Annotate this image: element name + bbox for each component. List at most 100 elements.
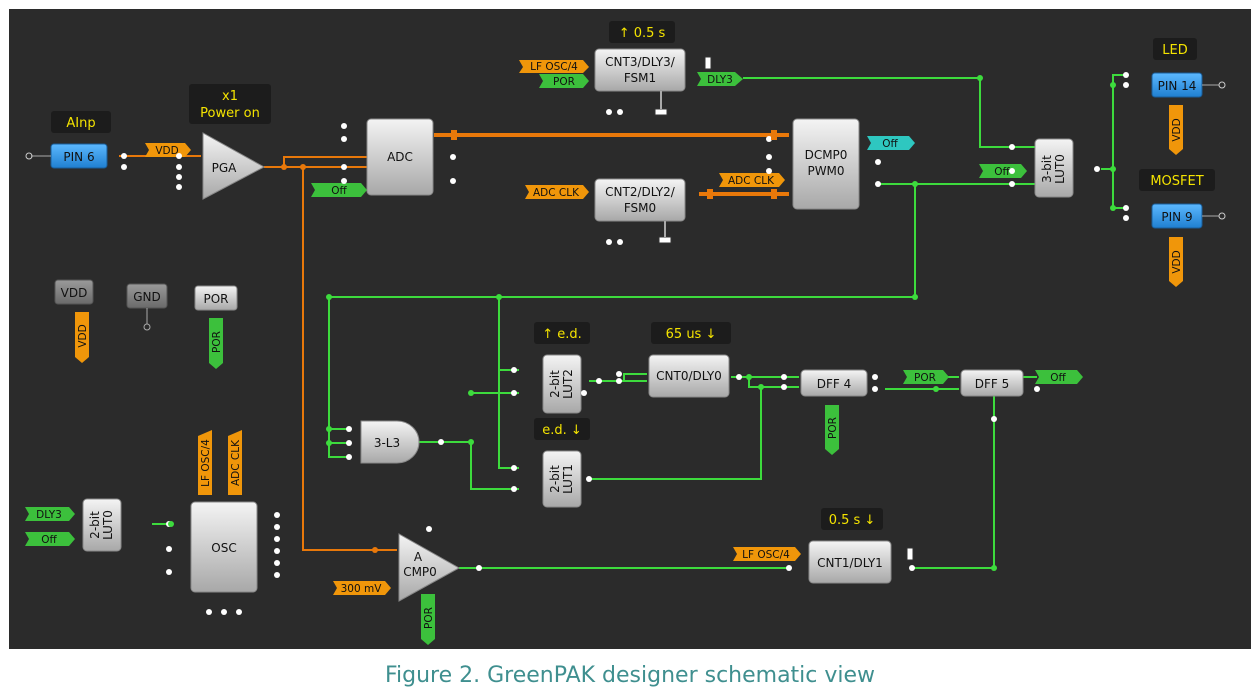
tag-por-dff4: POR (903, 370, 949, 384)
lut2-block[interactable]: 2-bit LUT2 (542, 354, 582, 414)
tag-off-dcmp: Off (867, 136, 915, 150)
svg-text:OSC: OSC (211, 541, 236, 555)
tag-dly3-out: DLY3 (697, 72, 743, 86)
svg-text:ADC CLK: ADC CLK (533, 187, 580, 199)
and3-block[interactable]: 3-L3 (360, 420, 420, 464)
svg-text:CNT3/DLY3/: CNT3/DLY3/ (605, 55, 676, 69)
svg-text:3-bit: 3-bit (1040, 155, 1054, 183)
svg-text:PWM0: PWM0 (807, 164, 844, 178)
svg-text:300 mV: 300 mV (341, 583, 383, 595)
svg-text:GND: GND (133, 290, 161, 304)
adc-block[interactable]: ADC (366, 118, 434, 196)
cnt1-block[interactable]: CNT1/DLY1 (808, 540, 914, 584)
svg-text:ADC CLK: ADC CLK (728, 175, 775, 187)
svg-text:LUT2: LUT2 (561, 369, 575, 399)
lut1-block[interactable]: 2-bit LUT1 (542, 450, 582, 508)
osc-block[interactable]: OSC (190, 501, 258, 593)
osc-lut-block[interactable]: 2-bit LUT0 (82, 498, 122, 552)
svg-text:POR: POR (914, 372, 936, 384)
dff5-block[interactable]: DFF 5 (960, 369, 1024, 397)
svg-text:POR: POR (827, 417, 839, 439)
ainp-label: AInp (66, 116, 95, 131)
tag-por-cnt3: POR (539, 74, 589, 88)
tag-lfosc-cnt3: LF OSC/4 (519, 60, 589, 73)
dcmp0-block[interactable]: DCMP0 PWM0 (792, 118, 860, 210)
schematic-canvas[interactable]: AInp x1 Power on ↑ 0.5 s LED MOSFET ↑ e.… (9, 9, 1251, 649)
svg-text:DFF 5: DFF 5 (975, 377, 1010, 391)
tag-adcclk-cnt2: ADC CLK (525, 185, 589, 199)
tag-lfosc-osc: LF OSC/4 (198, 430, 212, 495)
lut2-mode-label: ↑ e.d. (542, 327, 582, 342)
cnt3-time-label: ↑ 0.5 s (619, 26, 666, 41)
svg-text:VDD: VDD (61, 286, 88, 300)
orange-wires (119, 133, 789, 551)
schematic-svg: AInp x1 Power on ↑ 0.5 s LED MOSFET ↑ e.… (25, 21, 1226, 645)
pga-mode-label: Power on (200, 106, 260, 121)
svg-text:LF OSC/4: LF OSC/4 (742, 549, 790, 561)
svg-text:VDD: VDD (77, 324, 89, 347)
tag-adcclk-osc: ADC CLK (228, 430, 242, 495)
pin14[interactable]: PIN 14 (1151, 72, 1226, 98)
pga-block[interactable]: PGA (202, 132, 266, 200)
lut0-3bit-block[interactable]: 3-bit LUT0 (1034, 138, 1074, 198)
svg-text:2-bit: 2-bit (548, 370, 562, 398)
svg-text:PIN 9: PIN 9 (1161, 210, 1192, 224)
svg-text:3-L3: 3-L3 (374, 436, 400, 450)
svg-text:CNT2/DLY2/: CNT2/DLY2/ (605, 185, 676, 199)
tag-lfosc-cnt1: LF OSC/4 (733, 547, 801, 561)
tag-por-block: POR (209, 318, 223, 369)
pins: PIN 6 PIN 14 PIN 9 (25, 72, 1226, 229)
tag-vdd-pin9: VDD (1169, 237, 1183, 287)
svg-text:CNT0/DLY0: CNT0/DLY0 (656, 369, 722, 383)
svg-text:2-bit: 2-bit (88, 511, 102, 539)
svg-text:POR: POR (203, 292, 228, 306)
svg-text:DFF 4: DFF 4 (817, 377, 852, 391)
svg-text:LF OSC/4: LF OSC/4 (530, 61, 578, 73)
tag-off-lut0: Off (979, 164, 1027, 178)
tag-off-dff5: Off (1035, 370, 1083, 384)
connection-dots (121, 72, 1129, 615)
svg-text:DCMP0: DCMP0 (805, 148, 848, 162)
cnt2-block[interactable]: CNT2/DLY2/ FSM0 (594, 178, 686, 244)
cnt3-block[interactable]: CNT3/DLY3/ FSM1 (594, 48, 712, 116)
svg-text:Off: Off (882, 138, 898, 150)
svg-text:VDD: VDD (155, 145, 178, 157)
cnt0-block[interactable]: CNT0/DLY0 (648, 354, 730, 398)
dff4-block[interactable]: DFF 4 (800, 369, 868, 397)
svg-text:VDD: VDD (1171, 250, 1183, 273)
por-block[interactable]: POR (194, 285, 238, 311)
svg-text:PGA: PGA (212, 161, 238, 175)
acmp0-block[interactable]: A CMP0 (398, 533, 461, 602)
svg-text:Off: Off (1050, 372, 1066, 384)
tag-vdd-block: VDD (75, 312, 89, 363)
svg-text:POR: POR (423, 607, 435, 629)
svg-text:LF OSC/4: LF OSC/4 (200, 439, 212, 487)
pga-gain-label: x1 (222, 89, 238, 104)
svg-text:PIN 6: PIN 6 (63, 150, 94, 164)
lut1-mode-label: e.d. ↓ (542, 423, 582, 438)
svg-text:ADC CLK: ADC CLK (230, 439, 242, 486)
svg-text:CMP0: CMP0 (403, 565, 437, 579)
tag-vdd-pga: VDD (145, 143, 191, 157)
tag-off-lutosc: Off (25, 532, 75, 546)
pin6[interactable]: PIN 6 (25, 143, 108, 169)
tag-vdd-pin14: VDD (1169, 105, 1183, 155)
tag-300mv: 300 mV (333, 581, 391, 595)
svg-text:Off: Off (994, 166, 1010, 178)
gnd-block[interactable]: GND (126, 283, 168, 331)
svg-text:LUT1: LUT1 (561, 464, 575, 494)
svg-text:LUT0: LUT0 (1053, 154, 1067, 184)
tag-por-acmp: POR (421, 594, 435, 645)
pin9[interactable]: PIN 9 (1151, 203, 1226, 229)
tag-adcclk-dcmp: ADC CLK (719, 173, 785, 187)
tag-por-dff4-v: POR (825, 405, 839, 455)
svg-text:FSM1: FSM1 (624, 71, 656, 85)
tag-dly3-lutosc: DLY3 (25, 507, 75, 521)
svg-text:VDD: VDD (1171, 118, 1183, 141)
svg-text:2-bit: 2-bit (548, 465, 562, 493)
svg-text:Off: Off (331, 185, 347, 197)
svg-text:A: A (414, 550, 423, 564)
led-label: LED (1162, 43, 1187, 58)
vdd-block[interactable]: VDD (54, 279, 94, 305)
svg-text:FSM0: FSM0 (624, 201, 656, 215)
